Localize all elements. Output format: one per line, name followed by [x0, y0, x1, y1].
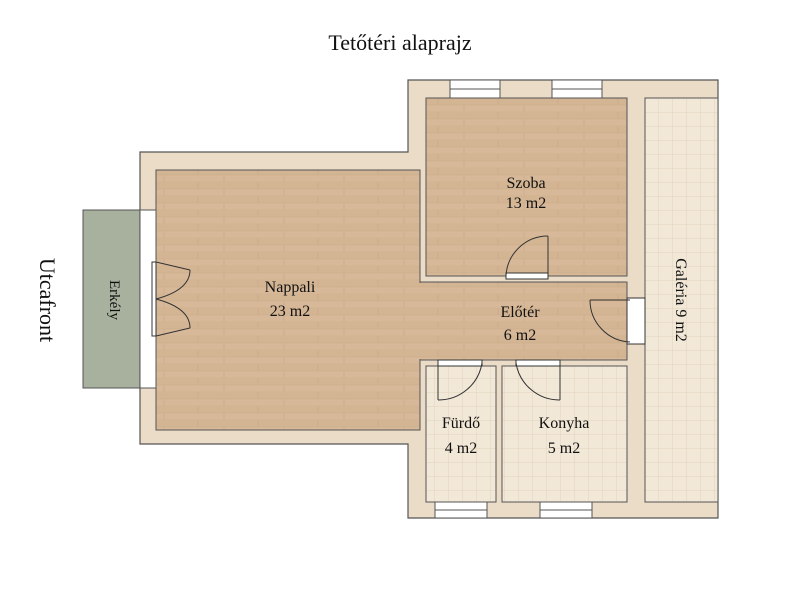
balcony-door: [151, 261, 191, 337]
room-galeria: [644, 97, 719, 503]
room-furdo: [425, 365, 497, 503]
eloter-name: Előtér: [500, 304, 540, 321]
galeria-door: [589, 297, 646, 345]
nappali-area: 23 m2: [270, 303, 310, 320]
konyha-name: Konyha: [539, 415, 590, 432]
room-szoba: [425, 97, 628, 277]
szoba-area: 13 m2: [506, 195, 546, 212]
szoba-name: Szoba: [506, 175, 545, 192]
furdo-name: Fürdő: [442, 415, 480, 432]
nappali-eloter-opening: [418, 283, 422, 359]
street-front-label: Utcafront: [35, 258, 60, 342]
windows: [139, 79, 603, 519]
konyha-area: 5 m2: [548, 440, 580, 457]
balcony: [82, 209, 141, 389]
konyha-door: [515, 359, 561, 401]
szoba-door: [505, 235, 549, 280]
furdo-door: [437, 359, 483, 401]
balcony-label: Erkély: [106, 280, 122, 320]
galeria-label: Galéria 9 m2: [672, 258, 689, 342]
eloter-area: 6 m2: [504, 327, 536, 344]
room-konyha: [501, 365, 628, 503]
nappali-name: Nappali: [265, 279, 316, 296]
plan-title: Tetőtéri alaprajz: [328, 30, 471, 55]
furdo-area: 4 m2: [445, 440, 477, 457]
room-nappali: [155, 169, 421, 431]
